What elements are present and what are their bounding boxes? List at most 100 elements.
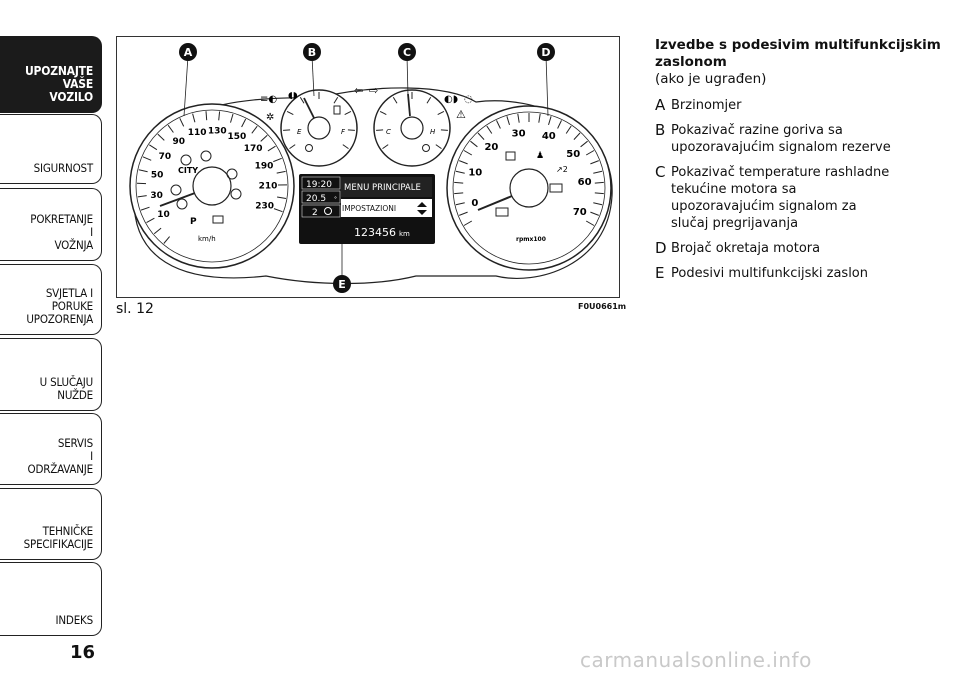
svg-text:B: B	[308, 46, 316, 59]
legend-title: Izvedbe s podesivim multifunkcijskim zas…	[655, 37, 941, 70]
figure-code: F0U0661m	[578, 302, 627, 311]
speed-tick-label: 10	[157, 210, 170, 220]
gauge-tick	[455, 202, 465, 206]
gauge-tick	[585, 220, 595, 226]
legend-letter: E	[655, 264, 665, 282]
svg-text:C: C	[403, 46, 411, 59]
multifunction-display: 19:20 20.5 ° 2 MENU PRINCIPALE IMPOSTAZI…	[299, 174, 435, 244]
svg-text:E: E	[338, 278, 346, 291]
tab-sigurnost[interactable]: SIGURNOST	[0, 114, 102, 184]
gauge-tick	[379, 110, 387, 116]
tab-tehnicke-specifikacije[interactable]: TEHNIČKE SPECIFIKACIJE	[0, 488, 102, 560]
svg-text:≡◐: ≡◐	[260, 94, 277, 105]
gauge-tick	[538, 113, 541, 123]
tab-label: TEHNIČKE SPECIFIKACIJE	[23, 524, 94, 551]
legend-letter: B	[655, 121, 666, 139]
legend-letter: A	[655, 96, 666, 114]
gauge-tick	[241, 118, 247, 128]
tab-u-slucaju-nuzde[interactable]: U SLUČAJU NUŽDE	[0, 338, 102, 411]
legend-letter: C	[655, 163, 666, 181]
tab-servis-i-odrzavanje[interactable]: SERVIS I ODRŽAVANJE	[0, 413, 102, 485]
gauge-tick	[593, 170, 603, 174]
gauge-tick	[594, 192, 604, 195]
svg-text:⇨: ⇨	[369, 84, 378, 97]
svg-text:◌: ◌	[464, 94, 473, 105]
tab-upoznajte-vase-vozilo[interactable]: UPOZNAJTE VAŠE VOZILO	[0, 36, 102, 113]
svg-text:°: °	[334, 196, 337, 203]
callout-d: D	[537, 43, 555, 61]
legend-text: Pokazivač temperature rashladne tekućine…	[671, 165, 890, 231]
display-odometer: 123456	[354, 226, 396, 239]
svg-text:A: A	[184, 46, 193, 59]
svg-text:✲: ✲	[266, 112, 274, 123]
gauge-tick	[580, 140, 588, 148]
legend-text: Podesivi multifunkcijski zaslon	[671, 266, 868, 281]
gauge-tick	[440, 129, 448, 131]
gauge-tick	[573, 132, 581, 140]
svg-text:P: P	[190, 217, 197, 227]
gauge-tick	[506, 116, 510, 126]
tab-label: SERVIS I ODRŽAVANJE	[27, 436, 94, 476]
gauge-tick	[276, 170, 286, 174]
fuel-empty-label: E	[297, 128, 302, 136]
gauge-tick	[590, 211, 599, 216]
gauge-tick	[149, 144, 158, 151]
display-temperature: 20.5	[306, 194, 326, 204]
speed-tick-label: 170	[244, 144, 263, 154]
gauge-tick	[382, 144, 389, 150]
gauge-tick	[459, 160, 468, 165]
gauge-tick	[277, 196, 287, 199]
svg-text:◖◗: ◖◗	[288, 91, 298, 101]
gauge-tick	[218, 111, 221, 121]
gauge-tick	[230, 113, 234, 123]
tab-indeks[interactable]: INDEKS	[0, 562, 102, 636]
warning-lights: ≡◐ ◖◗ ✲ ⇦ ⇨ ◐◗ ◌ ⚠	[260, 84, 473, 123]
gauge-tick	[299, 96, 305, 104]
display-menu-item: IMPOSTAZIONI	[342, 204, 396, 213]
tab-pokretanje-i-voznja[interactable]: POKRETANJE I VOŽNJA	[0, 188, 102, 261]
gauge-tick	[486, 125, 493, 134]
gauge-tick	[548, 116, 552, 126]
tab-svjetla-i-poruke[interactable]: SVJETLA I PORUKE UPOZORENJA	[0, 264, 102, 335]
gauge-tick	[163, 236, 170, 244]
fuel-gauge: E F	[280, 89, 358, 167]
gauge-tick	[344, 110, 352, 116]
tab-label: UPOZNAJTE VAŠE VOZILO	[24, 64, 93, 104]
tach-tick-label: 30	[512, 129, 526, 140]
gauge-tick	[557, 120, 562, 129]
legend-item: E Podesivi multifunkcijski zaslon	[655, 265, 955, 282]
gauge-tick	[286, 110, 294, 116]
legend-text: Brojač okretaja motora	[671, 241, 821, 256]
gauge-tick	[347, 129, 355, 131]
display-time: 19:20	[306, 180, 332, 190]
tach-tick-label: 50	[566, 149, 580, 160]
gauge-tick	[426, 96, 432, 104]
speed-unit: km/h	[198, 235, 216, 243]
gauge-tick	[454, 181, 464, 184]
gauge-tick	[376, 129, 384, 131]
speed-tick-label: 190	[255, 161, 274, 171]
watermark: carmanualsonline.info	[580, 648, 812, 672]
gauge-tick	[477, 132, 485, 140]
gauge-tick	[157, 133, 165, 141]
speed-tick-label: 230	[255, 201, 274, 211]
tach-tick-label: 10	[468, 168, 482, 179]
display-gear: 2	[312, 208, 318, 218]
figure-caption: sl. 12	[116, 301, 154, 317]
gauge-tick	[333, 96, 339, 104]
gauge-tick	[459, 211, 468, 216]
gauge-tick	[289, 144, 296, 150]
gauge-tick	[142, 156, 152, 161]
tach-tick-label: 70	[573, 207, 587, 218]
speed-tick-label: 130	[208, 126, 227, 136]
gauge-tick	[435, 144, 442, 150]
gauge-tick	[267, 145, 276, 152]
gauge-tick	[437, 110, 445, 116]
gauge-tick	[140, 206, 150, 211]
fuel-full-label: F	[341, 128, 346, 136]
tach-tick-label: 60	[578, 177, 592, 188]
city-label: CITY	[178, 166, 198, 175]
